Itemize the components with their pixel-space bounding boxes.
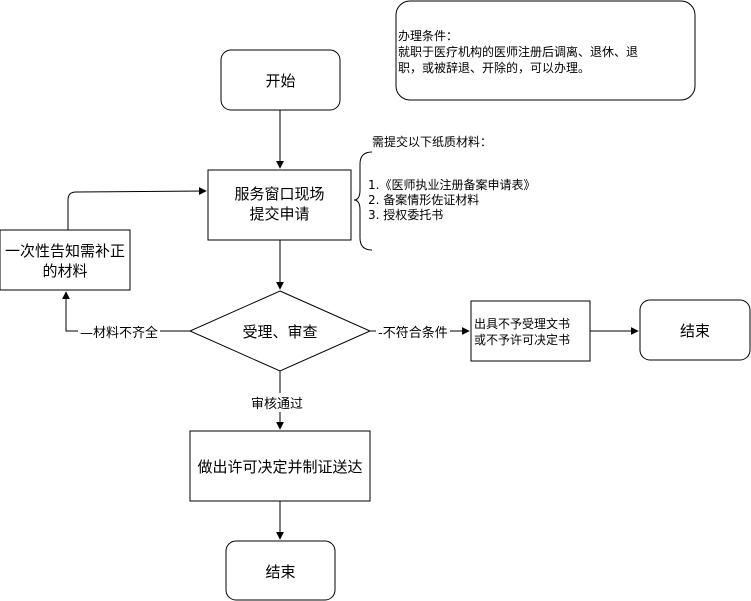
- reject-doc-label: 出具不予受理文书 或不予许可决定书: [474, 316, 570, 348]
- start-label: 开始: [265, 72, 296, 90]
- end-right-label: 结束: [679, 322, 710, 340]
- conditions-note-line2: 职，或被辞退、开除的，可以办理。: [398, 61, 591, 75]
- materials-brace: [353, 151, 373, 251]
- decision-node: [189, 430, 371, 502]
- edge-label-incomplete-text: 材料不齐全: [93, 326, 159, 341]
- end-right-node: [639, 299, 751, 361]
- materials-list: 1.《医师执业注册备案申请表》 2. 备案情形佐证材料 3. 授权委托书: [368, 178, 535, 223]
- conditions-note-line1: 就职于医疗机构的医师注册后调离、退休、退: [398, 45, 639, 59]
- end-bottom-node: [225, 540, 336, 601]
- conditions-note-box: [395, 0, 696, 101]
- edge-label-incomplete: —材料不齐全: [78, 322, 161, 341]
- reject-doc-node: [470, 300, 591, 362]
- materials-note-title: 需提交以下纸质材料：: [372, 135, 493, 149]
- edge-supplement-apply: [67, 187, 207, 230]
- apply-label-line2: 提交申请: [249, 205, 310, 223]
- apply-label-line1: 服务窗口现场: [234, 185, 325, 203]
- reject-doc-line1: 出具不予受理文书: [474, 317, 571, 331]
- supplement-node: [0, 229, 131, 291]
- edge-label-approved: 审核通过: [248, 393, 307, 412]
- reject-doc-line2: 或不予许可决定书: [474, 333, 571, 347]
- conditions-note: 办理条件： 就职于医疗机构的医师注册后调离、退休、退 职，或被辞退、开除的，可以…: [398, 28, 638, 76]
- materials-item-1: 1.《医师执业注册备案申请表》: [368, 178, 536, 192]
- decision-label: 做出许可决定并制证送达: [197, 458, 363, 476]
- supplement-label-line2: 的材料: [42, 262, 88, 280]
- review-label: 受理、审查: [242, 323, 318, 341]
- materials-item-2: 2. 备案情形佐证材料: [368, 193, 480, 207]
- conditions-note-title: 办理条件：: [398, 29, 459, 43]
- supplement-label: 一次性告知需补正 的材料: [0, 241, 130, 281]
- materials-item-3: 3. 授权委托书: [368, 208, 444, 222]
- apply-label: 服务窗口现场 提交申请: [208, 184, 351, 224]
- end-bottom-label: 结束: [265, 563, 296, 581]
- edge-label-not-qualified-text: 不符合条件: [382, 326, 448, 341]
- supplement-label-line1: 一次性告知需补正: [4, 242, 125, 260]
- edge-label-not-qualified: -不符合条件: [376, 322, 450, 341]
